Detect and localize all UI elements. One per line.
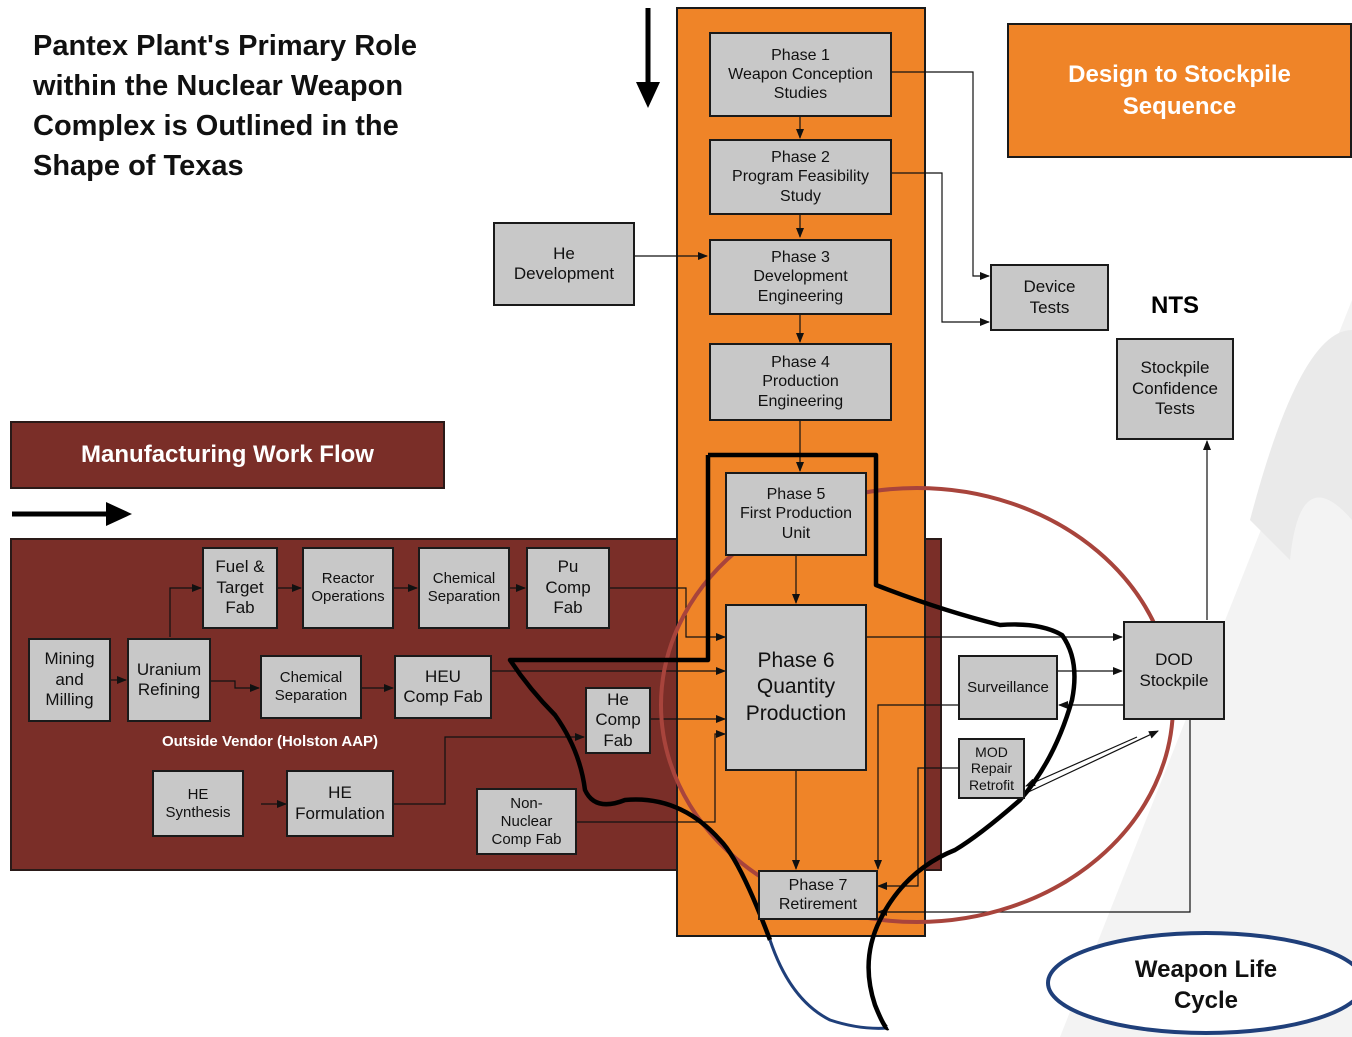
mining-box: Mining and Milling [28, 638, 111, 722]
he-comp-label: He Comp Fab [595, 689, 641, 750]
pu-comp-box: Pu Comp Fab [526, 547, 610, 629]
surveillance-label: Surveillance [967, 678, 1049, 696]
phase-3-box: Phase 3 Development Engineering [709, 239, 892, 315]
nts-label: NTS [1151, 292, 1199, 319]
phase-2-box: Phase 2 Program Feasibility Study [709, 139, 892, 215]
reactor-box: Reactor Operations [302, 547, 394, 629]
mod-repair-label: MOD Repair Retrofit [968, 744, 1015, 793]
he-synthesis-label: HE Synthesis [165, 785, 231, 821]
manufacturing-banner: Manufacturing Work Flow [10, 421, 445, 489]
phase-2-label: Phase 2 Program Feasibility Study [732, 149, 869, 205]
mining-label: Mining and Milling [44, 649, 95, 710]
stockpile-tests-box: Stockpile Confidence Tests [1116, 338, 1234, 440]
heu-comp-label: HEU Comp Fab [403, 666, 483, 706]
heu-comp-box: HEU Comp Fab [394, 655, 492, 719]
phase-4-box: Phase 4 Production Engineering [709, 343, 892, 421]
phase-5-box: Phase 5 First Production Unit [725, 472, 867, 556]
he-development-box: He Development [493, 222, 635, 306]
he-synthesis-box: HE Synthesis [152, 770, 244, 837]
pu-comp-label: Pu Comp Fab [545, 557, 591, 618]
phase-7-box: Phase 7 Retirement [758, 870, 878, 920]
phase-3-label: Phase 3 Development Engineering [753, 249, 848, 305]
device-tests-label: Device Tests [1023, 277, 1076, 317]
down-arrow [636, 8, 660, 108]
life-cycle-ellipse [1046, 931, 1352, 1035]
mod-repair-box: MOD Repair Retrofit [958, 738, 1025, 799]
chem-sep-1-box: Chemical Separation [418, 547, 510, 629]
chem-sep-2-box: Chemical Separation [260, 655, 362, 719]
phase-1-box: Phase 1 Weapon Conception Studies [709, 32, 892, 117]
chem-sep-1-label: Chemical Separation [427, 570, 501, 605]
texas-coast-outline [768, 939, 889, 1030]
weapon-life-cycle-label: Weapon Life Cycle [1134, 956, 1278, 1014]
phase-7-label: Phase 7 Retirement [778, 876, 858, 913]
phase-4-label: Phase 4 Production Engineering [757, 354, 844, 410]
dod-stockpile-label: DOD Stockpile [1139, 650, 1209, 690]
outside-vendor-label: Outside Vendor (Holston AAP) [161, 733, 379, 750]
he-comp-box: He Comp Fab [585, 687, 651, 754]
uranium-label: Uranium Refining [136, 659, 202, 699]
phase-1-label: Phase 1 Weapon Conception Studies [728, 46, 873, 103]
fuel-target-label: Fuel & Target Fab [215, 557, 265, 618]
he-development-label: He Development [513, 243, 615, 283]
right-arrow [12, 502, 132, 526]
chem-sep-2-label: Chemical Separation [274, 669, 348, 704]
non-nuclear-box: Non- Nuclear Comp Fab [476, 788, 577, 855]
fuel-target-box: Fuel & Target Fab [202, 547, 278, 629]
he-formulation-label: HE Formulation [295, 783, 385, 823]
stockpile-tests-label: Stockpile Confidence Tests [1131, 358, 1218, 419]
non-nuclear-label: Non- Nuclear Comp Fab [491, 794, 562, 848]
he-formulation-box: HE Formulation [286, 770, 394, 837]
phase-5-label: Phase 5 First Production Unit [739, 486, 853, 542]
design-sequence-banner: Design to Stockpile Sequence [1007, 23, 1352, 158]
page-title: Pantex Plant's Primary Role within the N… [33, 30, 418, 182]
surveillance-box: Surveillance [958, 655, 1058, 720]
device-tests-box: Device Tests [990, 264, 1109, 331]
phase-6-label: Phase 6 Quantity Production [745, 649, 847, 725]
texas-outline [507, 452, 1077, 1031]
phase-6-box: Phase 6 Quantity Production [725, 604, 867, 771]
dod-stockpile-box: DOD Stockpile [1123, 621, 1225, 720]
uranium-box: Uranium Refining [127, 638, 211, 722]
reactor-label: Reactor Operations [311, 570, 385, 605]
